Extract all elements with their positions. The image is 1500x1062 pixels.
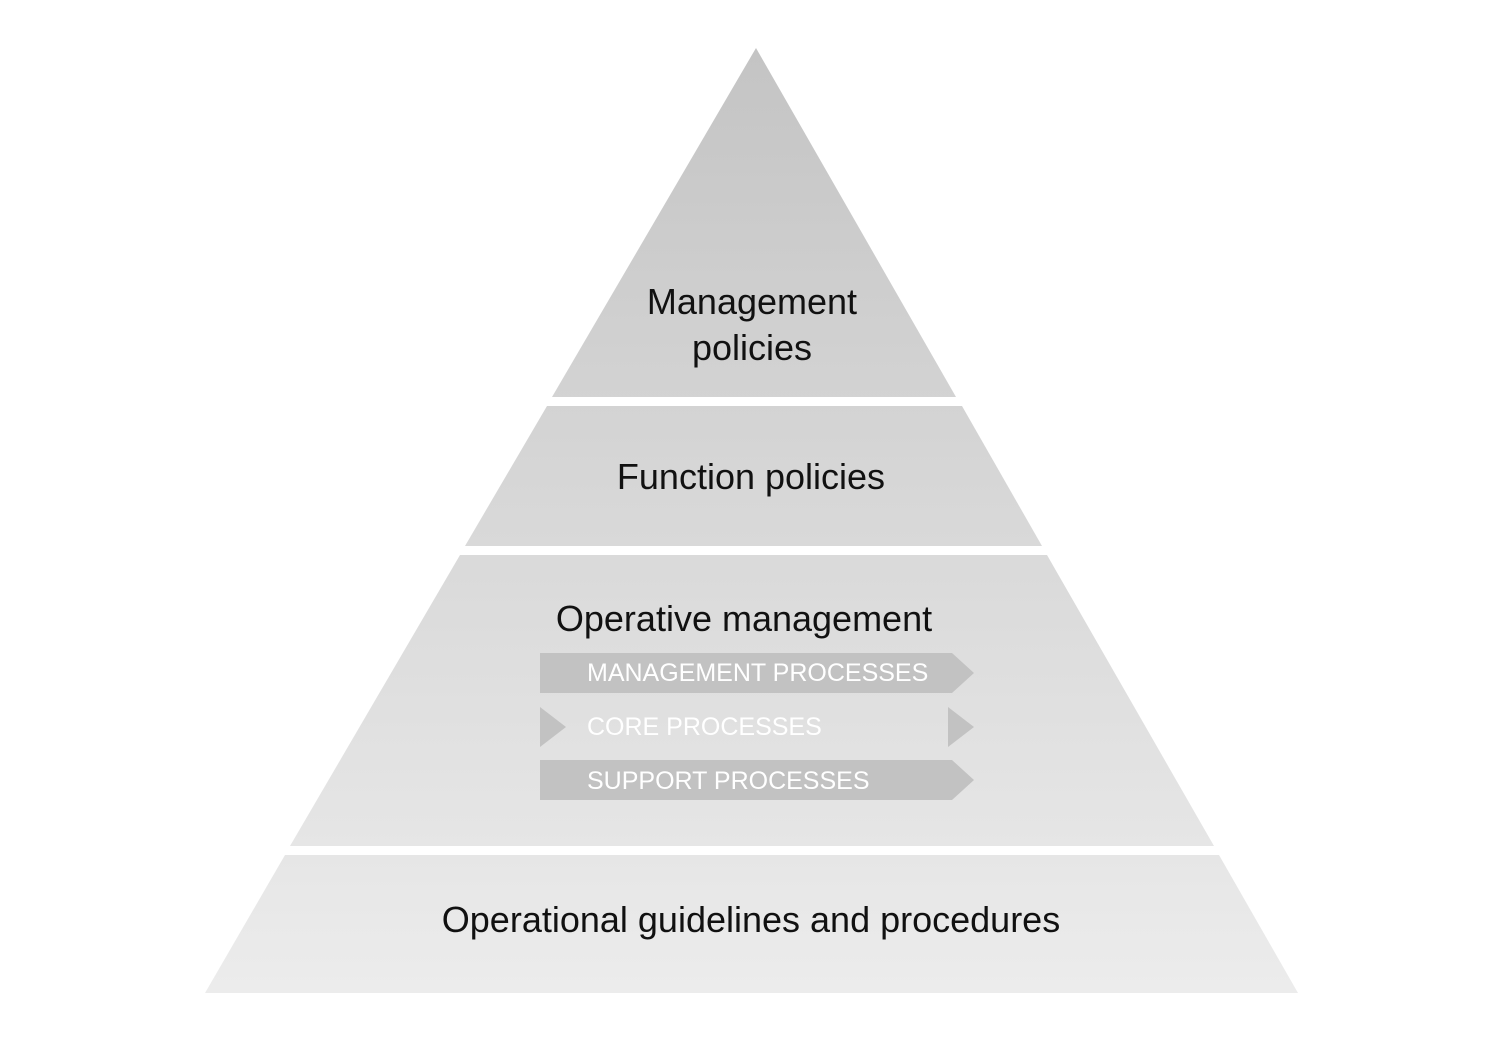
management-processes-banner — [540, 653, 974, 693]
core-processes-left-arrow — [540, 707, 566, 747]
support-processes-banner — [540, 760, 974, 800]
core-processes-label: CORE PROCESSES — [587, 713, 822, 741]
tier-label-policies: policies — [692, 327, 812, 368]
tier-label-operative-management: Operative management — [556, 598, 932, 639]
management-processes-label: MANAGEMENT PROCESSES — [587, 659, 928, 687]
tier-label-management: Management — [647, 281, 857, 322]
tier-label-function-policies: Function policies — [617, 456, 885, 497]
support-processes-label: SUPPORT PROCESSES — [587, 767, 870, 795]
tier-shape-function-policies — [465, 406, 1042, 546]
tier-shape-operative-management — [290, 555, 1214, 846]
tier-label-operational-guidelines: Operational guidelines and procedures — [442, 899, 1060, 940]
tier-shape-management-policies — [552, 48, 956, 397]
core-processes-right-arrow — [948, 707, 974, 747]
tier-shape-operational-guidelines — [205, 855, 1298, 993]
